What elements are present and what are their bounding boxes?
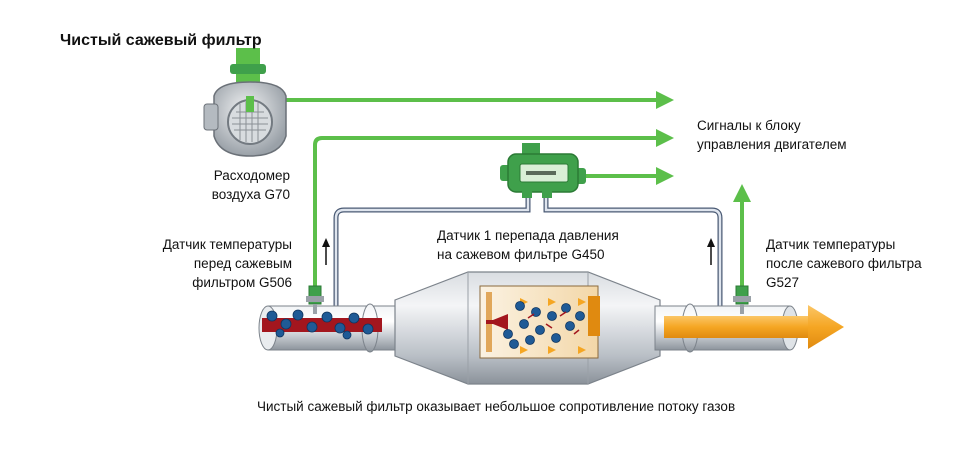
maf-label-line-2: воздуха G70 bbox=[211, 187, 290, 202]
maf-sensor-label: Расходомер воздуха G70 bbox=[180, 166, 290, 204]
pressure-label-line-2: на сажевом фильтре G450 bbox=[437, 247, 605, 262]
pressure-hose-after bbox=[543, 196, 723, 312]
mass-air-flow-sensor-icon bbox=[203, 48, 287, 157]
signal-line-maf bbox=[285, 91, 674, 109]
signal-line-temp-after bbox=[733, 184, 751, 292]
temperature-sensor-before-icon bbox=[306, 285, 324, 314]
diagram-caption: Чистый сажевый фильтр оказывает небольшо… bbox=[257, 399, 736, 414]
signals-label: Сигналы к блоку управления двигателем bbox=[697, 116, 847, 154]
signals-label-line-2: управления двигателем bbox=[697, 137, 847, 152]
temp-before-line-1: Датчик температуры bbox=[162, 237, 292, 252]
diagram-title: Чистый сажевый фильтр bbox=[60, 32, 262, 49]
temp-after-line-1: Датчик температуры bbox=[766, 237, 896, 252]
signal-line-pressure bbox=[584, 167, 674, 185]
temp-sensor-before-label: Датчик температуры перед сажевым фильтро… bbox=[130, 235, 292, 292]
signal-line-temp-before bbox=[313, 129, 674, 292]
signals-label-line-1: Сигналы к блоку bbox=[697, 118, 801, 133]
inlet-gas-flow bbox=[262, 309, 382, 340]
temp-after-line-2: после сажевого фильтра bbox=[766, 256, 922, 271]
maf-label-line-1: Расходомер bbox=[213, 168, 290, 183]
temp-before-line-3: фильтром G506 bbox=[192, 275, 292, 290]
temp-sensor-after-label: Датчик температуры после сажевого фильтр… bbox=[766, 235, 922, 292]
pressure-label-line-1: Датчик 1 перепада давления bbox=[437, 228, 619, 243]
pressure-up-arrow-after bbox=[707, 238, 715, 265]
pressure-sensor-label: Датчик 1 перепада давления на сажевом фи… bbox=[437, 226, 619, 264]
filter-core bbox=[479, 285, 600, 359]
temp-after-line-3: G527 bbox=[766, 275, 800, 290]
temp-before-line-2: перед сажевым bbox=[193, 256, 292, 271]
temperature-sensor-after-icon bbox=[733, 285, 751, 314]
pressure-hose-before bbox=[333, 196, 531, 312]
differential-pressure-sensor-icon bbox=[500, 143, 586, 198]
pressure-up-arrow-before bbox=[322, 238, 330, 265]
outlet-exhaust-flow bbox=[664, 305, 844, 349]
